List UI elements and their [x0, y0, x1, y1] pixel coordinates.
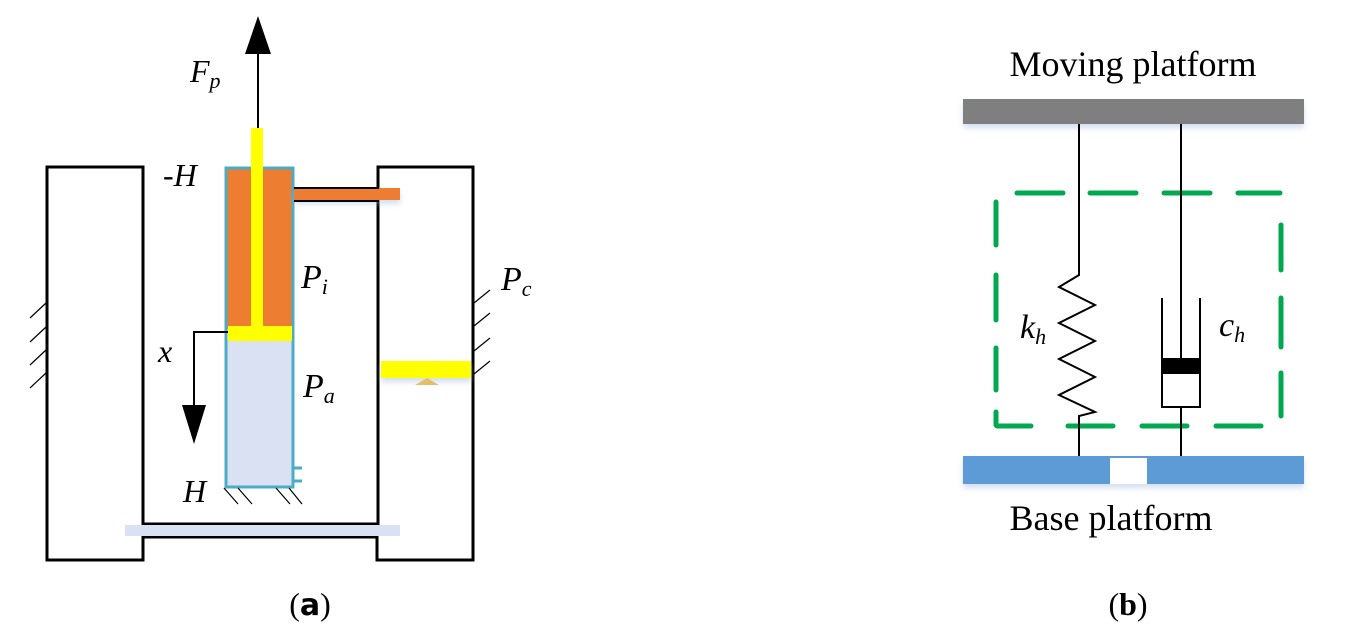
- accumulator-stop: [415, 378, 439, 385]
- base-plate: [125, 525, 400, 536]
- annular-pressure-label: Pa: [302, 368, 335, 408]
- base-platform-label: Base platform: [1010, 498, 1213, 538]
- spring-label: kh: [1020, 309, 1046, 349]
- damper-icon: [1161, 124, 1201, 456]
- piston-rod: [251, 128, 263, 328]
- displacement-label: x: [157, 333, 172, 369]
- displacement-arrow-head-icon: [182, 405, 206, 444]
- force-arrow-head-icon: [245, 16, 271, 54]
- displacement-arrow-shaft: [193, 331, 228, 410]
- right-ground-hatch: [473, 289, 491, 375]
- panel-a-caption: (a): [289, 586, 331, 623]
- panel-a: Fp -H H x Pi Pa Pc (a): [29, 16, 532, 623]
- accumulator-piston: [381, 361, 471, 378]
- piston-head: [228, 326, 292, 341]
- moving-platform-label: Moving platform: [1010, 44, 1257, 84]
- damper-label: ch: [1219, 307, 1245, 347]
- left-ground-hatch: [29, 302, 47, 389]
- bottom-position-label: H: [182, 473, 208, 509]
- base-platform-gap: [1110, 458, 1147, 484]
- hydraulic-element-box: [993, 190, 1284, 429]
- spring-icon: [1056, 124, 1098, 456]
- inner-pressure-label: Pi: [300, 259, 328, 299]
- annular-chamber: [227, 340, 294, 486]
- connecting-pipe: [294, 188, 400, 200]
- panel-b: Moving platform: [963, 44, 1304, 622]
- panel-b-caption: (b): [1108, 586, 1147, 622]
- top-position-label: -H: [163, 157, 199, 193]
- cylinder-ground-hatch: [223, 487, 303, 505]
- moving-platform: [963, 99, 1304, 124]
- force-label: Fp: [189, 53, 221, 93]
- chamber-pressure-label: Pc: [500, 261, 532, 301]
